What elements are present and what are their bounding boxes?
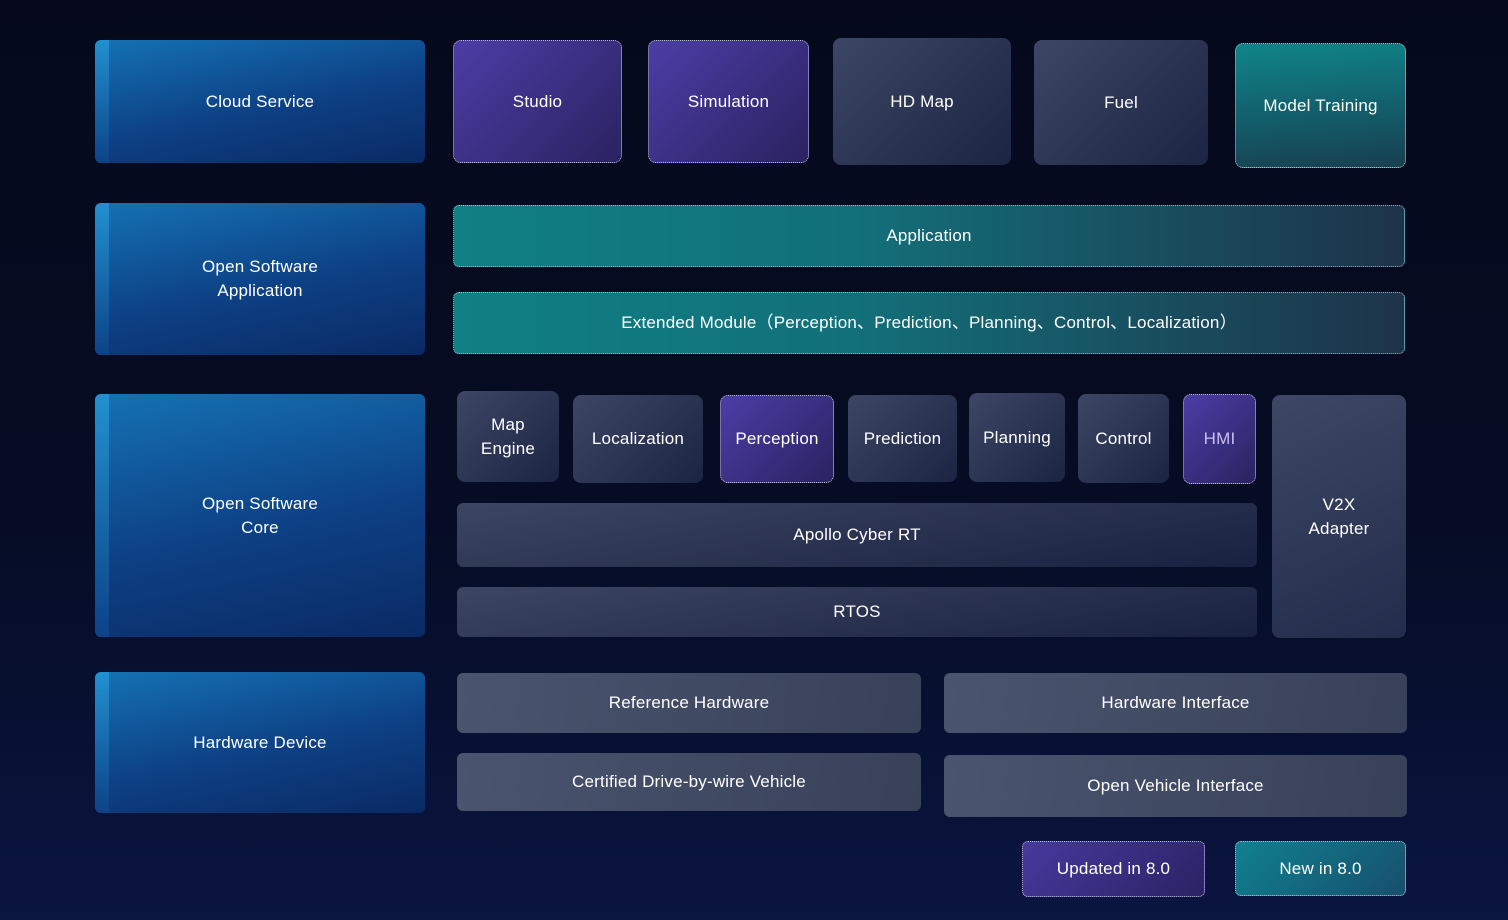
hd-map-label: HD Map	[890, 91, 954, 111]
legend-new-label: New in 8.0	[1279, 858, 1362, 878]
localization-label: Localization	[591, 429, 685, 449]
open-software-core-block: Open Software Core	[95, 394, 425, 637]
hardware-device-label: Hardware Device	[193, 732, 327, 752]
certified-drive-by-wire-vehicle-label: Certified Drive-by-wire Vehicle	[572, 772, 806, 792]
rtos-label: RTOS	[833, 602, 881, 622]
control-block: Control	[1078, 394, 1169, 483]
model-training-label: Model Training	[1263, 95, 1378, 115]
apollo-cyber-rt-block: Apollo Cyber RT	[457, 503, 1257, 567]
open-software-application-label: Open Software Application	[202, 257, 318, 300]
localization-block: Localization	[573, 395, 703, 483]
open-vehicle-interface-block: Open Vehicle Interface	[944, 755, 1407, 817]
extended-module-label: Extended Module（Perception、Prediction、Pl…	[621, 313, 1237, 333]
studio-label: Studio	[512, 91, 563, 111]
application-label: Application	[886, 226, 972, 246]
open-software-application-block: Open Software Application	[95, 203, 425, 355]
reference-hardware-block: Reference Hardware	[457, 673, 921, 733]
legend-new-badge: New in 8.0	[1235, 841, 1406, 896]
certified-drive-by-wire-vehicle-block: Certified Drive-by-wire Vehicle	[457, 753, 921, 811]
map-engine-block: Map Engine	[457, 391, 559, 482]
hd-map-block: HD Map	[833, 38, 1011, 165]
legend-updated-badge: Updated in 8.0	[1022, 841, 1205, 897]
open-software-core-label: Open Software Core	[202, 493, 318, 537]
control-label: Control	[1095, 428, 1152, 448]
simulation-block: Simulation	[648, 40, 809, 163]
fuel-label: Fuel	[1104, 92, 1138, 112]
v2x-adapter-block: V2X Adapter	[1272, 395, 1406, 638]
hmi-block: HMI	[1183, 394, 1256, 484]
rtos-block: RTOS	[457, 587, 1257, 637]
application-block: Application	[453, 205, 1405, 267]
open-vehicle-interface-label: Open Vehicle Interface	[1087, 776, 1264, 796]
hmi-label: HMI	[1203, 429, 1236, 449]
model-training-block: Model Training	[1235, 43, 1406, 168]
map-engine-label: Map Engine	[480, 414, 536, 458]
extended-module-block: Extended Module（Perception、Prediction、Pl…	[453, 292, 1405, 354]
v2x-adapter-label: V2X Adapter	[1308, 494, 1370, 538]
planning-block: Planning	[969, 393, 1065, 482]
studio-block: Studio	[453, 40, 622, 163]
perception-block: Perception	[720, 395, 834, 483]
perception-label: Perception	[735, 429, 819, 449]
apollo-cyber-rt-label: Apollo Cyber RT	[793, 525, 921, 545]
prediction-label: Prediction	[863, 428, 942, 448]
cloud-service-label: Cloud Service	[205, 91, 315, 111]
hardware-device-block: Hardware Device	[95, 672, 425, 813]
hardware-interface-block: Hardware Interface	[944, 673, 1407, 733]
reference-hardware-label: Reference Hardware	[608, 693, 770, 713]
cloud-service-block: Cloud Service	[95, 40, 425, 163]
planning-label: Planning	[983, 427, 1051, 447]
simulation-label: Simulation	[687, 91, 770, 111]
prediction-block: Prediction	[848, 395, 957, 482]
legend-updated-label: Updated in 8.0	[1056, 859, 1171, 879]
hardware-interface-label: Hardware Interface	[1101, 693, 1250, 713]
fuel-block: Fuel	[1034, 40, 1208, 165]
